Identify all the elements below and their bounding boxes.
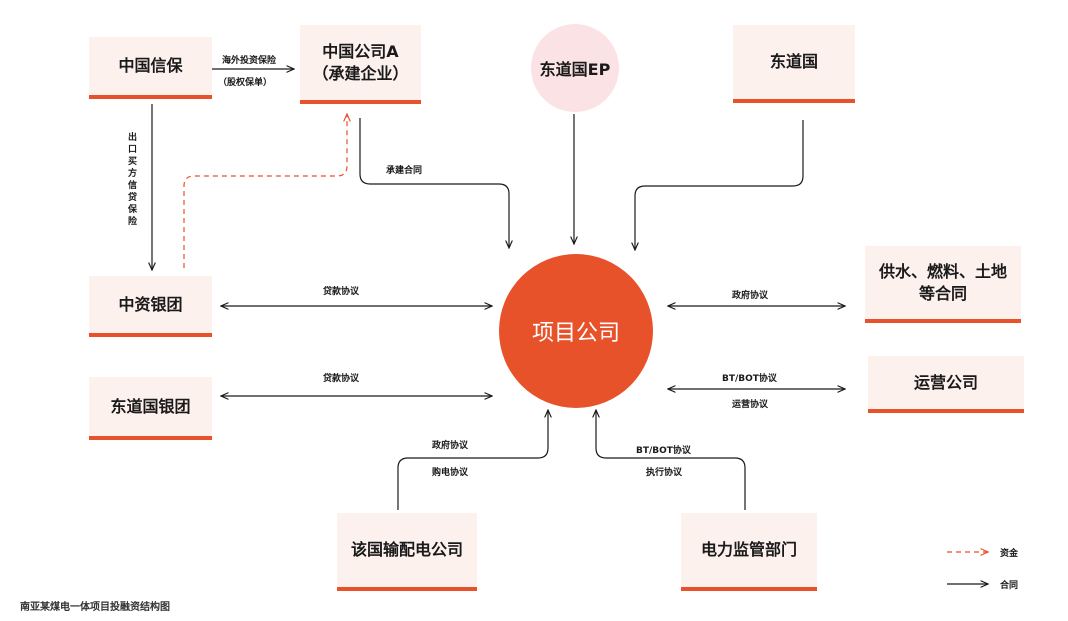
- edge-host-to-project: [635, 120, 804, 250]
- edge-regulator-to-project: [596, 410, 746, 510]
- node-sinosure-label: 中国信保: [118, 56, 183, 75]
- label-gov-bottom: 政府协议: [432, 441, 469, 451]
- node-host-country: 东道国: [733, 25, 855, 103]
- node-sinosure: 中国信保: [89, 37, 212, 99]
- node-power-regulator: 电力监管部门: [681, 513, 817, 591]
- label-gov-right: 政府协议: [732, 291, 769, 301]
- node-power-regulator-label: 电力监管部门: [700, 540, 797, 559]
- node-chinese-banks: 中资银团: [89, 276, 212, 337]
- node-host-banks: 东道国银团: [89, 377, 212, 440]
- figure-caption: 南亚某煤电一体项目投融资结构图: [20, 602, 170, 613]
- node-operator-label: 运营公司: [913, 372, 978, 392]
- node-host-country-label: 东道国: [769, 52, 818, 71]
- node-host-ep: 东道国EP: [531, 24, 619, 112]
- node-project-company: 项目公司: [499, 254, 653, 408]
- node-supply-contracts: 供水、燃料、土地 等合同: [865, 246, 1021, 323]
- label-construction-contract: 承建合同: [386, 166, 423, 176]
- legend-contract-label: 合同: [1000, 581, 1019, 591]
- node-project-company-label: 项目公司: [531, 321, 620, 346]
- legend-funds-label: 资金: [1000, 549, 1019, 559]
- edge-banks-to-company-funds: [183, 114, 347, 268]
- edge-grid-to-project: [397, 410, 548, 510]
- node-china-company-line1: 中国公司A: [322, 41, 399, 61]
- node-supply-line2: 等合同: [918, 283, 967, 303]
- label-overseas-insurance: 海外投资保险: [222, 56, 277, 66]
- node-supply-line1: 供水、燃料、土地: [878, 261, 1007, 281]
- label-bot-right: BT/BOT协议: [722, 374, 777, 384]
- label-execution: 执行协议: [646, 468, 683, 478]
- node-china-company: 中国公司A （承建企业）: [300, 25, 421, 104]
- label-ppa: 购电协议: [432, 468, 469, 478]
- node-chinese-banks-label: 中资银团: [118, 294, 183, 314]
- node-china-company-line2: （承建企业）: [312, 63, 409, 83]
- node-host-banks-label: 东道国银团: [110, 396, 191, 416]
- node-grid-company-label: 该国输配电公司: [350, 540, 463, 559]
- node-grid-company: 该国输配电公司: [337, 513, 477, 591]
- label-buyer-credit-insurance: 出口买方信贷保险: [127, 133, 137, 227]
- label-bot-bottom: BT/BOT协议: [636, 446, 691, 456]
- label-loan-2: 贷款协议: [323, 374, 360, 384]
- label-operation: 运营协议: [732, 400, 769, 410]
- node-operator: 运营公司: [868, 356, 1024, 413]
- edge-company-to-project: [359, 118, 509, 248]
- label-loan-1: 贷款协议: [323, 287, 360, 297]
- node-host-ep-label: 东道国EP: [539, 60, 611, 79]
- label-equity-insurance: （股权保单）: [218, 78, 273, 88]
